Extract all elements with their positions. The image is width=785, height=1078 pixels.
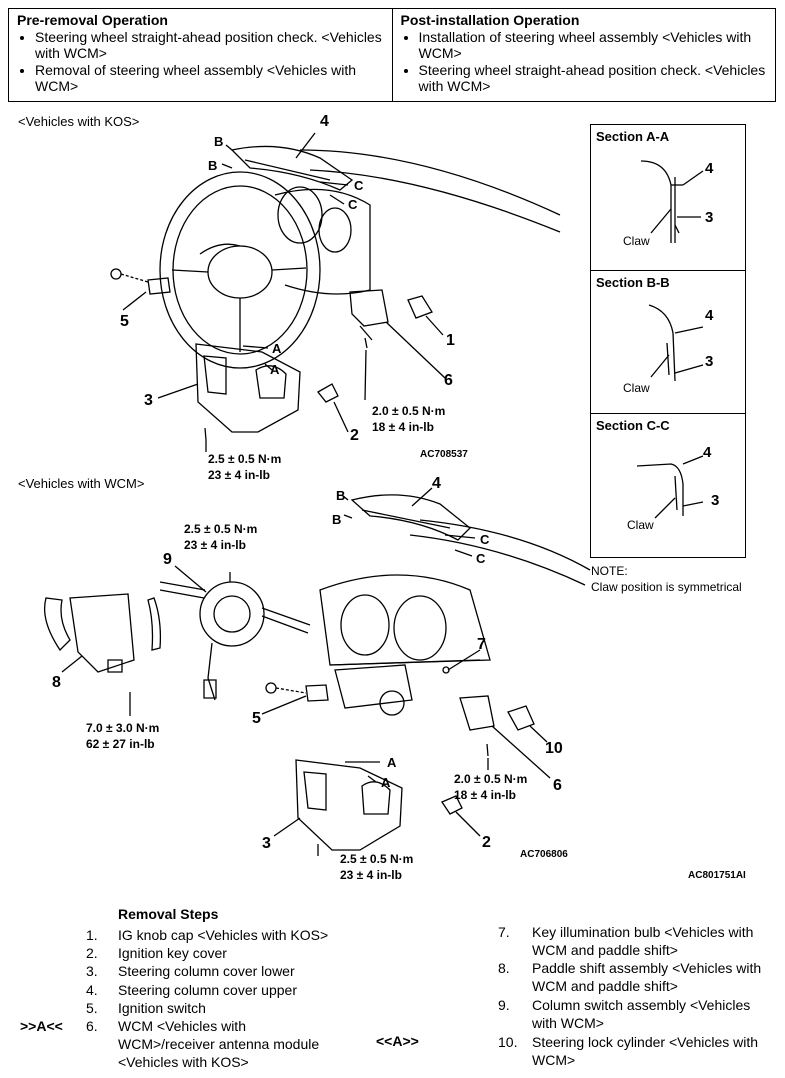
- section-callout-4: 4: [705, 307, 714, 324]
- callout-2: 2: [350, 427, 359, 444]
- callout-6: 6: [553, 777, 562, 794]
- pre-removal-item: Removal of steering wheel assembly <Vehi…: [35, 62, 384, 94]
- removal-step: 4.Steering column cover upper: [86, 982, 297, 998]
- post-installation-title: Post-installation Operation: [400, 12, 580, 28]
- section-callout-3: 3: [711, 492, 720, 509]
- exploded-view-drawing: [43, 132, 591, 856]
- removal-steps-title: Removal Steps: [118, 906, 219, 922]
- view-letter-b: B: [336, 488, 346, 503]
- note-label: NOTE:: [591, 564, 628, 578]
- section-callout-3: 3: [705, 209, 714, 226]
- view-letter-a: A: [270, 362, 280, 377]
- view-letter-b: B: [332, 512, 342, 527]
- callout-6: 6: [444, 372, 453, 389]
- callout-3: 3: [262, 835, 271, 852]
- claw-label: Claw: [623, 234, 650, 248]
- post-installation-item: Installation of steering wheel assembly …: [419, 29, 768, 61]
- callout-1: 1: [446, 332, 455, 349]
- section-callout-4: 4: [705, 160, 714, 177]
- note-text: Claw position is symmetrical: [591, 580, 742, 594]
- removal-step: 2.Ignition key cover: [86, 945, 227, 961]
- removal-step: 6.WCM <Vehicles with WCM>/receiver anten…: [86, 1018, 320, 1070]
- operations-table: Pre-removal Operation Steering wheel str…: [8, 8, 776, 102]
- removal-step: 9.Column switch assembly <Vehicles with …: [498, 997, 751, 1031]
- callout-7: 7: [477, 636, 486, 653]
- figure-code: AC708537: [420, 449, 468, 460]
- removal-step: 1.IG knob cap <Vehicles with KOS>: [86, 927, 329, 943]
- section-callout-3: 3: [705, 353, 714, 370]
- removal-step: 7.Key illumination bulb <Vehicles with W…: [498, 924, 754, 958]
- view-letter-a: A: [272, 341, 282, 356]
- view-letter-a: A: [381, 775, 391, 790]
- figure-wcm-label: <Vehicles with WCM>: [18, 476, 145, 491]
- view-letter-b: B: [214, 134, 224, 149]
- figure-kos-label: <Vehicles with KOS>: [18, 114, 140, 129]
- removal-step: 8.Paddle shift assembly <Vehicles with W…: [498, 960, 762, 994]
- view-letter-c: C: [476, 551, 486, 566]
- section-a-a-drawing: [640, 160, 704, 243]
- post-installation-operation: Post-installation Operation Installation…: [391, 9, 776, 101]
- section-title: Section A-A: [596, 129, 670, 144]
- callout-2: 2: [482, 834, 491, 851]
- pre-removal-title: Pre-removal Operation: [17, 12, 168, 28]
- section-c-c-drawing: [636, 455, 704, 519]
- callout-10: 10: [545, 740, 563, 757]
- removal-step: 10.Steering lock cylinder <Vehicles with…: [498, 1034, 759, 1068]
- service-point-marker: <<A>>: [376, 1033, 419, 1049]
- view-letter-c: C: [348, 197, 358, 212]
- pre-removal-operation: Pre-removal Operation Steering wheel str…: [9, 9, 392, 101]
- section-views: Section A-A 4 3 Claw Section B-B: [590, 124, 746, 558]
- callout-9: 9: [163, 551, 172, 568]
- figure-code: AC706806: [520, 849, 568, 860]
- view-letter-c: C: [354, 178, 364, 193]
- claw-label: Claw: [627, 518, 654, 532]
- claw-label: Claw: [623, 381, 650, 395]
- callout-8: 8: [52, 674, 61, 691]
- post-installation-item: Steering wheel straight-ahead position c…: [419, 62, 768, 94]
- section-b-b-drawing: [648, 304, 704, 382]
- section-a-a: Section A-A 4 3 Claw: [591, 125, 745, 271]
- view-letter-c: C: [480, 532, 490, 547]
- section-c-c: Section C-C 4 3 Claw: [591, 414, 745, 557]
- section-b-b: Section B-B 4 3 Claw: [591, 271, 745, 414]
- pre-removal-item: Steering wheel straight-ahead position c…: [35, 29, 384, 61]
- figure-code: AC801751AI: [688, 870, 746, 881]
- view-letter-a: A: [387, 755, 397, 770]
- note: NOTE: Claw position is symmetrical: [591, 563, 742, 595]
- section-callout-4: 4: [703, 444, 712, 461]
- section-title: Section B-B: [596, 275, 670, 290]
- callout-3: 3: [144, 392, 153, 409]
- section-title: Section C-C: [596, 418, 670, 433]
- callout-4: 4: [432, 475, 441, 492]
- service-point-marker: >>A<<: [20, 1018, 63, 1034]
- view-letter-b: B: [208, 158, 218, 173]
- callout-4: 4: [320, 113, 329, 130]
- callout-5: 5: [252, 710, 261, 727]
- removal-step: 5.Ignition switch: [86, 1000, 206, 1016]
- removal-step: 3.Steering column cover lower: [86, 963, 295, 979]
- callout-5: 5: [120, 313, 129, 330]
